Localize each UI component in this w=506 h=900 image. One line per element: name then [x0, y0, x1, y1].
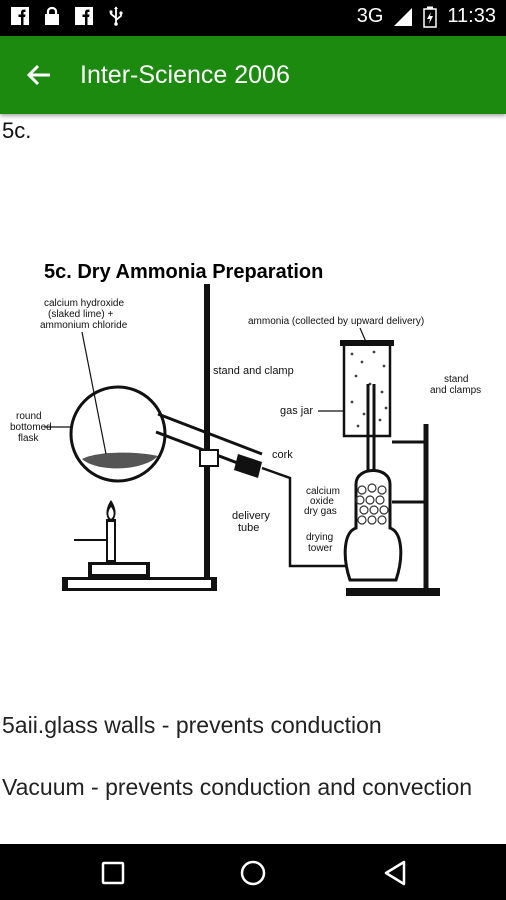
label-stands: stand — [444, 374, 468, 385]
status-bar: 3G 11:33 — [0, 0, 506, 36]
section-label: 5c. — [2, 118, 32, 143]
page-title: Inter-Science 2006 — [80, 61, 290, 89]
svg-text:bottomed: bottomed — [10, 422, 52, 433]
label-stand: stand and clamp — [213, 365, 294, 377]
battery-charging-icon — [423, 6, 438, 28]
svg-text:(slaked lime) +: (slaked lime) + — [48, 309, 113, 320]
notification-icons — [10, 6, 126, 26]
answer-text: Vacuum - prevents conduction and convect… — [2, 774, 473, 800]
diagram-title: 5c. Dry Ammonia Preparation — [44, 261, 323, 283]
label-ammonia: ammonia (collected by upward delivery) — [248, 316, 424, 327]
svg-text:and clamps: and clamps — [430, 385, 481, 396]
back-triangle-icon[interactable] — [380, 858, 410, 888]
answer-text: 5aii.glass walls - prevents conduction — [2, 712, 382, 738]
label-cork: cork — [272, 449, 293, 461]
facebook-icon — [75, 7, 93, 25]
label-tower: drying — [306, 532, 333, 543]
label-flask: round — [16, 411, 42, 422]
signal-icon — [394, 7, 413, 26]
lock-icon — [45, 6, 59, 25]
back-arrow-icon[interactable] — [22, 58, 56, 92]
facebook-icon — [11, 7, 29, 25]
ammonia-preparation-diagram: 5c. Dry Ammonia Preparation — [10, 261, 481, 596]
label-delivery: delivery — [232, 510, 270, 522]
navigation-bar — [0, 844, 506, 900]
home-circle-icon[interactable] — [238, 858, 268, 888]
label-gas-jar: gas jar — [280, 405, 313, 417]
svg-text:flask: flask — [18, 433, 40, 444]
label-reagents: calcium hydroxide — [44, 298, 124, 309]
app-bar: Inter-Science 2006 — [0, 36, 506, 114]
content-area[interactable]: 5c. 5c. Dry Ammonia Preparation — [0, 114, 506, 844]
system-status: 3G 11:33 — [357, 5, 496, 28]
svg-text:oxide: oxide — [310, 496, 334, 507]
svg-text:tower: tower — [308, 543, 333, 554]
network-type: 3G — [356, 5, 384, 27]
usb-icon — [109, 6, 123, 26]
svg-text:ammonium chloride: ammonium chloride — [40, 320, 128, 331]
clock: 11:33 — [447, 5, 496, 27]
label-cao: calcium — [306, 486, 340, 497]
svg-text:tube: tube — [238, 522, 259, 534]
svg-text:dry gas: dry gas — [304, 506, 337, 517]
recents-square-icon[interactable] — [98, 858, 128, 888]
